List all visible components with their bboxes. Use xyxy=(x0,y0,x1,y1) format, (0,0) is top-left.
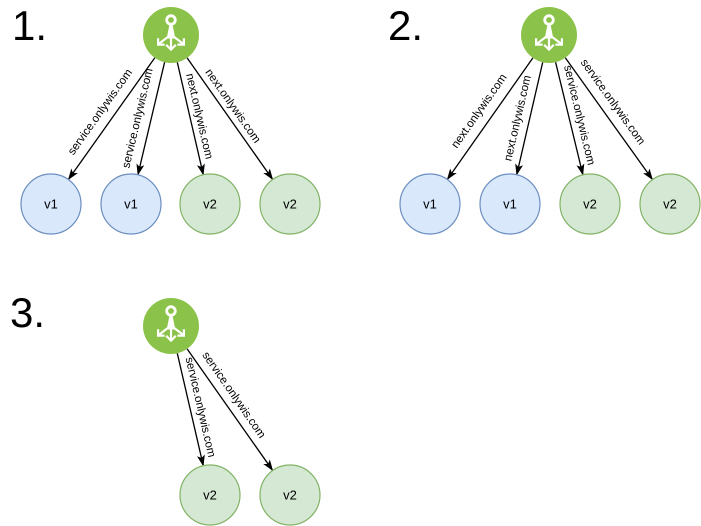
ingress-icon xyxy=(157,14,185,52)
diagram-number: 1. xyxy=(12,2,47,49)
service-node-label: v2 xyxy=(283,488,297,503)
service-node-label: v1 xyxy=(124,197,138,212)
service-node-v1 xyxy=(20,173,82,235)
diagram-number: 3. xyxy=(10,289,45,336)
edge-line xyxy=(67,57,156,181)
ingress-icon-arrowhead-right xyxy=(177,329,185,337)
diagram-2: 2. next.onlywis.com next.onlywis.com ser… xyxy=(388,2,701,235)
edges: next.onlywis.com next.onlywis.com servic… xyxy=(446,57,654,181)
ingress-node xyxy=(143,7,199,63)
service-node-label: v1 xyxy=(503,197,517,212)
ingress-icon-arrow-left xyxy=(535,36,547,46)
edge-line xyxy=(176,62,205,176)
ingress-icon-stem xyxy=(166,24,176,39)
ingress-icon-arrow-right xyxy=(551,36,563,46)
service-node-label: v2 xyxy=(283,197,297,212)
ingress-icon xyxy=(535,14,563,52)
ingress-icon-stem xyxy=(544,24,554,39)
service-node-v1 xyxy=(100,173,162,235)
service-node-v2 xyxy=(259,464,321,526)
edge-label: next.onlywis.com xyxy=(202,67,262,146)
diagram-1: 1. service.onlywis.com service.onlywis.c… xyxy=(12,2,321,235)
ingress-node xyxy=(521,7,577,63)
service-node-label: v2 xyxy=(203,488,217,503)
edges: service.onlywis.com service.onlywis.com … xyxy=(66,57,274,181)
edge-line xyxy=(186,348,274,472)
ingress-icon-arrow-left xyxy=(157,327,169,337)
edge-line xyxy=(446,57,534,181)
ingress-node xyxy=(143,298,199,354)
service-node-label: v1 xyxy=(423,197,437,212)
ingress-icon-arrowhead-down xyxy=(165,335,177,343)
service-nodes: v2 v2 xyxy=(179,464,321,526)
ingress-icon-arrow-right xyxy=(173,327,185,337)
service-nodes: v1 v1 v2 v2 xyxy=(20,173,321,235)
edge-label: service.onlywis.com xyxy=(66,67,135,157)
ingress-icon-arrowhead-right xyxy=(177,38,185,46)
service-nodes: v1 v1 v2 v2 xyxy=(399,173,701,235)
edge-line xyxy=(564,57,654,181)
service-node-v1 xyxy=(479,173,541,235)
ingress-icon-arrow-right xyxy=(173,36,185,46)
edge-line xyxy=(176,353,205,467)
ingress-icon xyxy=(157,305,185,343)
service-node-v1 xyxy=(399,173,461,235)
edge-label: next.onlywis.com xyxy=(449,72,509,151)
service-node-v2 xyxy=(259,173,321,235)
service-node-label: v2 xyxy=(583,197,597,212)
ingress-icon-arrowhead-left xyxy=(535,38,543,46)
edge-label: next.onlywis.com xyxy=(502,74,533,162)
service-node-v2 xyxy=(559,173,621,235)
ingress-icon-stem xyxy=(166,315,176,330)
diagram-number: 2. xyxy=(388,2,423,49)
ingress-icon-arrowhead-right xyxy=(555,38,563,46)
ingress-icon-arrowhead-down xyxy=(165,44,177,52)
edge-label: next.onlywis.com xyxy=(183,72,214,160)
ingress-icon-arrowhead-down xyxy=(543,44,555,52)
diagram-3: 3. service.onlywis.com service.onlywis.c… xyxy=(10,289,321,526)
service-node-v2 xyxy=(639,173,701,235)
service-node-v2 xyxy=(179,464,241,526)
service-node-v2 xyxy=(179,173,241,235)
edge-line xyxy=(136,62,166,176)
edge-line xyxy=(554,62,585,176)
edge-line xyxy=(515,62,544,176)
service-node-label: v1 xyxy=(44,197,58,212)
ingress-icon-arrow-left xyxy=(157,36,169,46)
edges: service.onlywis.com service.onlywis.com xyxy=(176,348,274,472)
ingress-icon-arrowhead-left xyxy=(157,329,165,337)
service-node-label: v2 xyxy=(203,197,217,212)
edge-line xyxy=(186,57,274,181)
service-node-label: v2 xyxy=(663,197,677,212)
ingress-icon-arrowhead-left xyxy=(157,38,165,46)
